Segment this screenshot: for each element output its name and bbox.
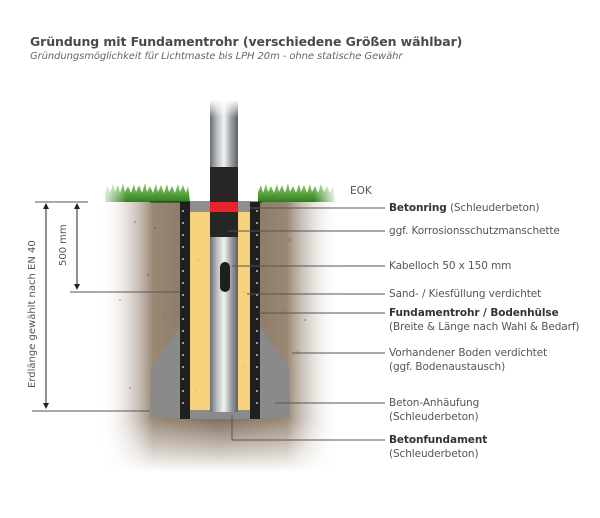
label-concrete-accumulation: Beton-Anhäufung (Schleuderbeton) [389,396,479,424]
label-text: (Schleuderbeton) [446,202,540,214]
total-depth-label: Erdlänge gewählt nach EN 40 [27,240,38,388]
label-text: Sand- / Kiesfüllung verdichtet [389,288,542,300]
upper-depth-label: 500 mm [58,224,69,266]
ground-level-label: EOK [350,185,372,197]
grass-left [100,180,190,203]
label-concrete-foundation: Betonfundament (Schleuderbeton) [389,433,487,461]
red-ring [210,202,238,212]
cable-hole [220,262,230,292]
label-line2: (Schleuderbeton) [389,411,479,423]
label-corrosion-sleeve: ggf. Korrosionsschutzmanschette [389,224,560,238]
label-line2: (ggf. Bodenaustausch) [389,361,506,373]
label-text: Kabelloch 50 x 150 mm [389,260,512,272]
sleeve-wall-right [250,202,260,419]
sleeve-wall-left [180,202,190,419]
lamp-pole [210,100,238,412]
label-bold: Betonfundament [389,434,488,446]
label-cable-hole: Kabelloch 50 x 150 mm [389,259,511,273]
label-line2: (Schleuderbeton) [389,448,479,460]
label-sand-fill: Sand- / Kiesfüllung verdichtet [389,287,541,301]
page-subtitle: Gründungsmöglichkeit für Lichtmaste bis … [30,51,403,62]
page-title: Gründung mit Fundamentrohr (verschiedene… [30,34,463,49]
label-bold: Betonring [389,202,447,214]
label-text: ggf. Korrosionsschutzmanschette [389,225,560,237]
label-foundation-tube: Fundamentrohr / Bodenhülse (Breite & Län… [389,306,580,334]
label-bold: Fundamentrohr / Bodenhülse [389,307,559,319]
label-text: Beton-Anhäufung [389,397,480,409]
concrete-foundation [190,410,250,419]
label-text: Vorhandener Boden verdichtet [389,347,548,359]
label-line2: (Breite & Länge nach Wahl & Bedarf) [389,321,580,333]
label-existing-soil: Vorhandener Boden verdichtet (ggf. Boden… [389,346,547,374]
grass-right [258,180,338,203]
label-betonring: Betonring (Schleuderbeton) [389,201,540,215]
